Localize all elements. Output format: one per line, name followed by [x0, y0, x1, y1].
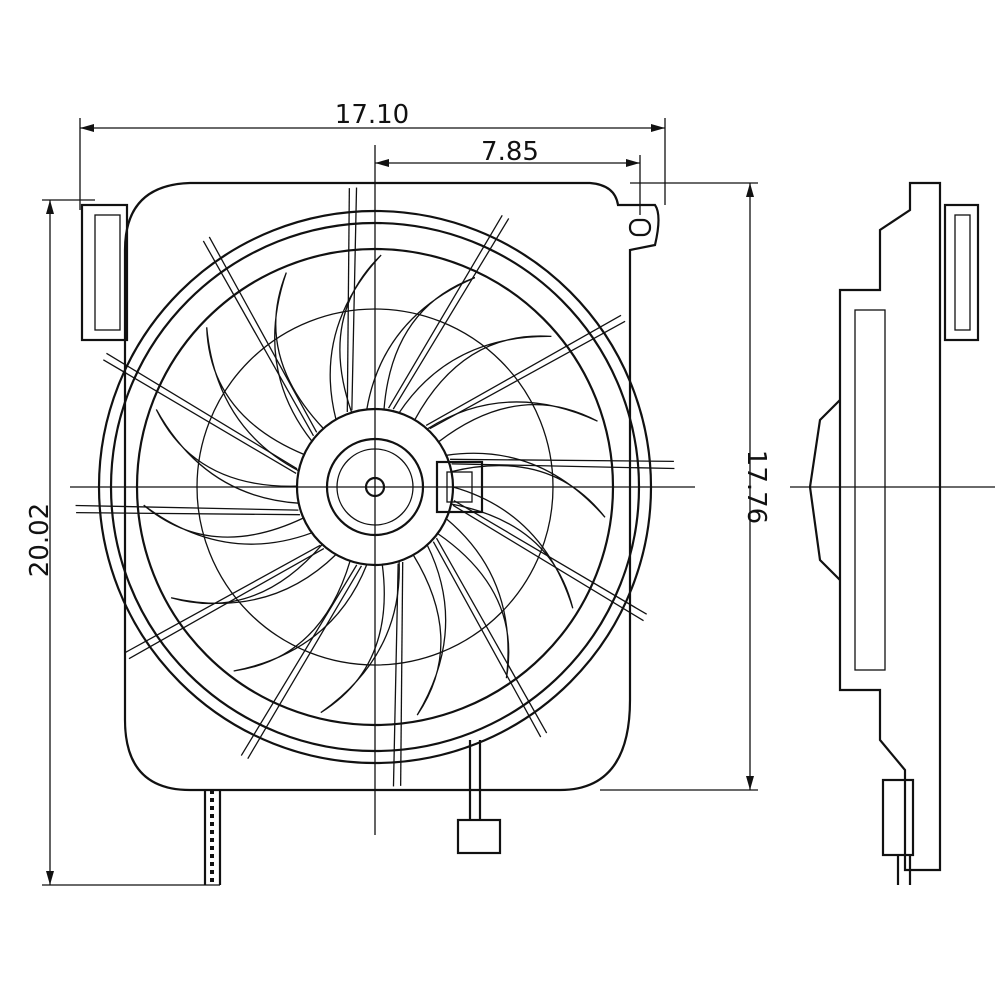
spoke — [76, 511, 300, 516]
fan-blade — [412, 544, 447, 716]
fan-blade — [329, 254, 382, 420]
fan-blade — [170, 543, 337, 605]
spoke — [202, 240, 315, 437]
spoke — [399, 562, 404, 786]
fan-blade — [398, 335, 552, 421]
spoke — [429, 320, 626, 430]
spoke — [240, 564, 358, 756]
spoke — [392, 218, 510, 410]
fan-blades — [143, 254, 606, 716]
fan-blade — [233, 560, 368, 672]
dimension-shroud-height: 17.76 — [600, 182, 771, 791]
fan-blade — [426, 401, 598, 443]
fan-blade — [206, 327, 305, 472]
spoke — [425, 314, 622, 427]
spoke — [451, 463, 675, 470]
dimension-height: 20.02 — [25, 199, 220, 886]
width-label: 17.10 — [335, 100, 409, 130]
spoke — [432, 541, 542, 738]
fan-blade — [320, 561, 400, 714]
spoke — [247, 565, 363, 760]
fan-blade — [446, 452, 606, 518]
dimension-center-offset: 7.85 — [375, 137, 641, 215]
shroud-height-label: 17.76 — [741, 450, 771, 524]
fan-blade — [274, 272, 324, 442]
spoke — [387, 214, 503, 409]
offset-label: 7.85 — [481, 137, 539, 167]
spoke — [392, 563, 399, 787]
spoke — [452, 504, 644, 622]
spoke — [450, 458, 674, 463]
fan-blade — [437, 518, 510, 679]
spoke — [106, 352, 298, 470]
spoke — [208, 236, 318, 433]
height-label: 20.02 — [25, 503, 55, 577]
fan-blade — [450, 486, 574, 609]
spoke — [75, 504, 299, 511]
spoke — [102, 359, 297, 475]
harness-connector — [456, 818, 502, 855]
front-view — [70, 145, 695, 885]
spoke — [124, 544, 321, 654]
dimension-width: 17.10 — [79, 100, 666, 210]
fan-blade — [155, 409, 299, 504]
shroud-spokes — [75, 187, 675, 787]
spoke — [435, 537, 548, 734]
spoke — [351, 187, 358, 411]
fan-blade — [366, 276, 476, 410]
fan-blade — [143, 504, 313, 545]
side-view — [790, 181, 995, 885]
